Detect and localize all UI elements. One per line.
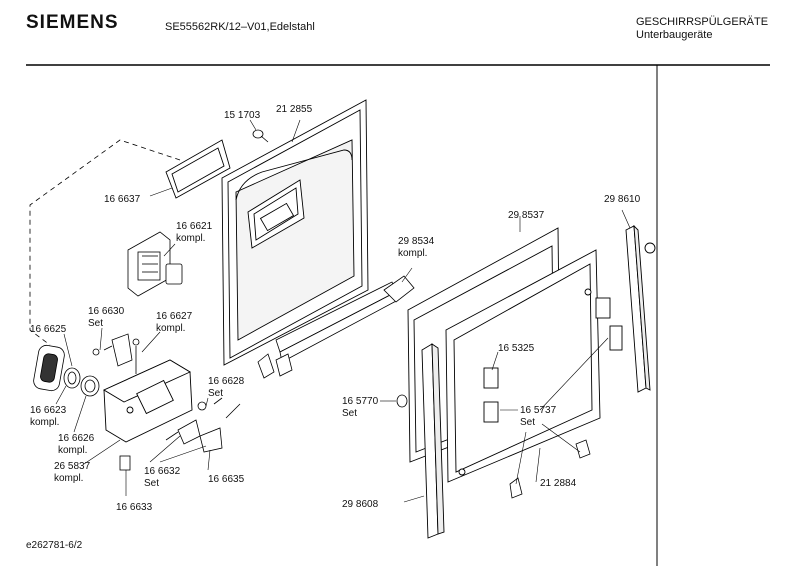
leader-lines xyxy=(55,119,631,503)
part-label-298537: 29 8537 xyxy=(508,210,545,221)
part-label-212855: 21 2855 xyxy=(276,104,313,115)
part-label-265837: 26 5837 xyxy=(54,461,91,472)
cap-165770 xyxy=(396,394,408,408)
part-label-166628-sub: Set xyxy=(208,388,224,399)
part-label-166628: 16 6628 xyxy=(208,376,245,387)
part-label-298534: 29 8534 xyxy=(398,236,435,247)
part-label-166623: 16 6623 xyxy=(30,405,67,416)
part-label-166630: 16 6630 xyxy=(88,306,125,317)
part-label-166626: 16 6626 xyxy=(58,433,95,444)
document-id: e262781-6/2 xyxy=(26,540,83,551)
inner-frame-panel xyxy=(445,249,623,483)
part-label-165737-sub: Set xyxy=(520,417,536,428)
part-label-265837-sub: kompl. xyxy=(54,473,84,484)
part-label-166637: 16 6637 xyxy=(104,194,141,205)
part-label-166633: 16 6633 xyxy=(116,502,153,513)
category-subtitle: Unterbaugeräte xyxy=(636,29,713,41)
inner-door-panel xyxy=(221,99,369,366)
hinge-bracket xyxy=(383,275,591,499)
part-label-166621-sub: kompl. xyxy=(176,233,206,244)
part-label-166627: 16 6627 xyxy=(156,311,193,322)
seal-frame xyxy=(165,139,231,199)
door-lock-body xyxy=(103,359,193,443)
dashed-assembly-line xyxy=(29,139,181,346)
brand-logo: SIEMENS xyxy=(26,12,119,33)
part-label-166627-sub: kompl. xyxy=(156,323,186,334)
side-trim-right xyxy=(625,224,656,393)
bracket-166621 xyxy=(127,231,183,297)
small-clip xyxy=(257,353,275,379)
part-label-298608: 29 8608 xyxy=(342,499,379,510)
part-label-165770: 16 5770 xyxy=(342,396,379,407)
model-designation: SE55562RK/12–V01,Edelstahl xyxy=(165,21,315,33)
part-label-298610: 29 8610 xyxy=(604,194,641,205)
part-label-165737: 16 5737 xyxy=(520,405,557,416)
category-title: GESCHIRRSPÜLGERÄTE xyxy=(636,16,769,28)
part-label-166630-sub: Set xyxy=(88,318,104,329)
part-label-212884: 21 2884 xyxy=(540,478,577,489)
part-label-166635: 16 6635 xyxy=(208,474,245,485)
side-trim-left xyxy=(421,343,445,539)
part-label-166621: 16 6621 xyxy=(176,221,213,232)
part-label-166626-sub: kompl. xyxy=(58,445,88,456)
part-label-166632: 16 6632 xyxy=(144,466,181,477)
screw xyxy=(252,129,269,143)
part-label-166625: 16 6625 xyxy=(30,324,67,335)
part-label-165770-sub: Set xyxy=(342,408,358,419)
part-label-165325: 16 5325 xyxy=(498,343,535,354)
part-label-166623-sub: kompl. xyxy=(30,417,60,428)
handle-housing xyxy=(33,344,100,397)
part-label-166632-sub: Set xyxy=(144,478,160,489)
part-label-298534-sub: kompl. xyxy=(398,248,428,259)
part-label-151703: 15 1703 xyxy=(224,110,261,121)
bottom-trim-strip xyxy=(275,281,399,377)
small-fittings xyxy=(92,333,241,471)
